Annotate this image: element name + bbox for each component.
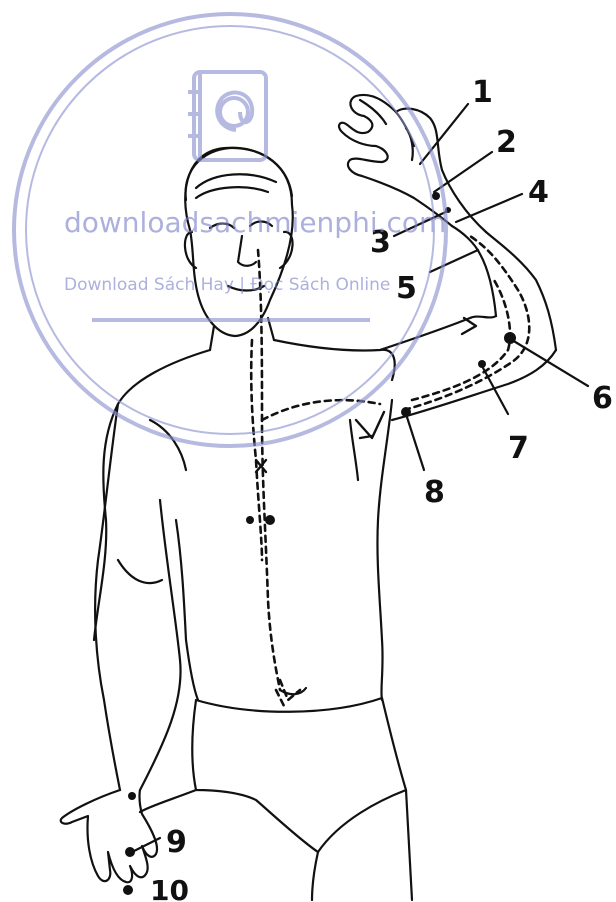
label-5: 5 <box>396 271 417 306</box>
point-marker <box>246 516 254 524</box>
point-marker <box>432 192 440 200</box>
label-9: 9 <box>166 825 187 860</box>
label-10: 10 <box>150 874 189 902</box>
watermark-tagline: Download Sách Hay | Đọc Sách Online <box>64 275 390 295</box>
label-8: 8 <box>424 475 445 510</box>
label-7: 7 <box>508 431 529 466</box>
point-marker <box>265 515 275 525</box>
watermark-divider <box>92 318 370 322</box>
label-2: 2 <box>496 125 517 160</box>
label-4: 4 <box>528 175 549 210</box>
watermark-site: downloadsachmienphi.com <box>64 206 446 239</box>
label-6: 6 <box>592 381 613 416</box>
point-marker <box>123 885 133 895</box>
label-1: 1 <box>472 75 493 110</box>
point-marker <box>128 792 136 800</box>
